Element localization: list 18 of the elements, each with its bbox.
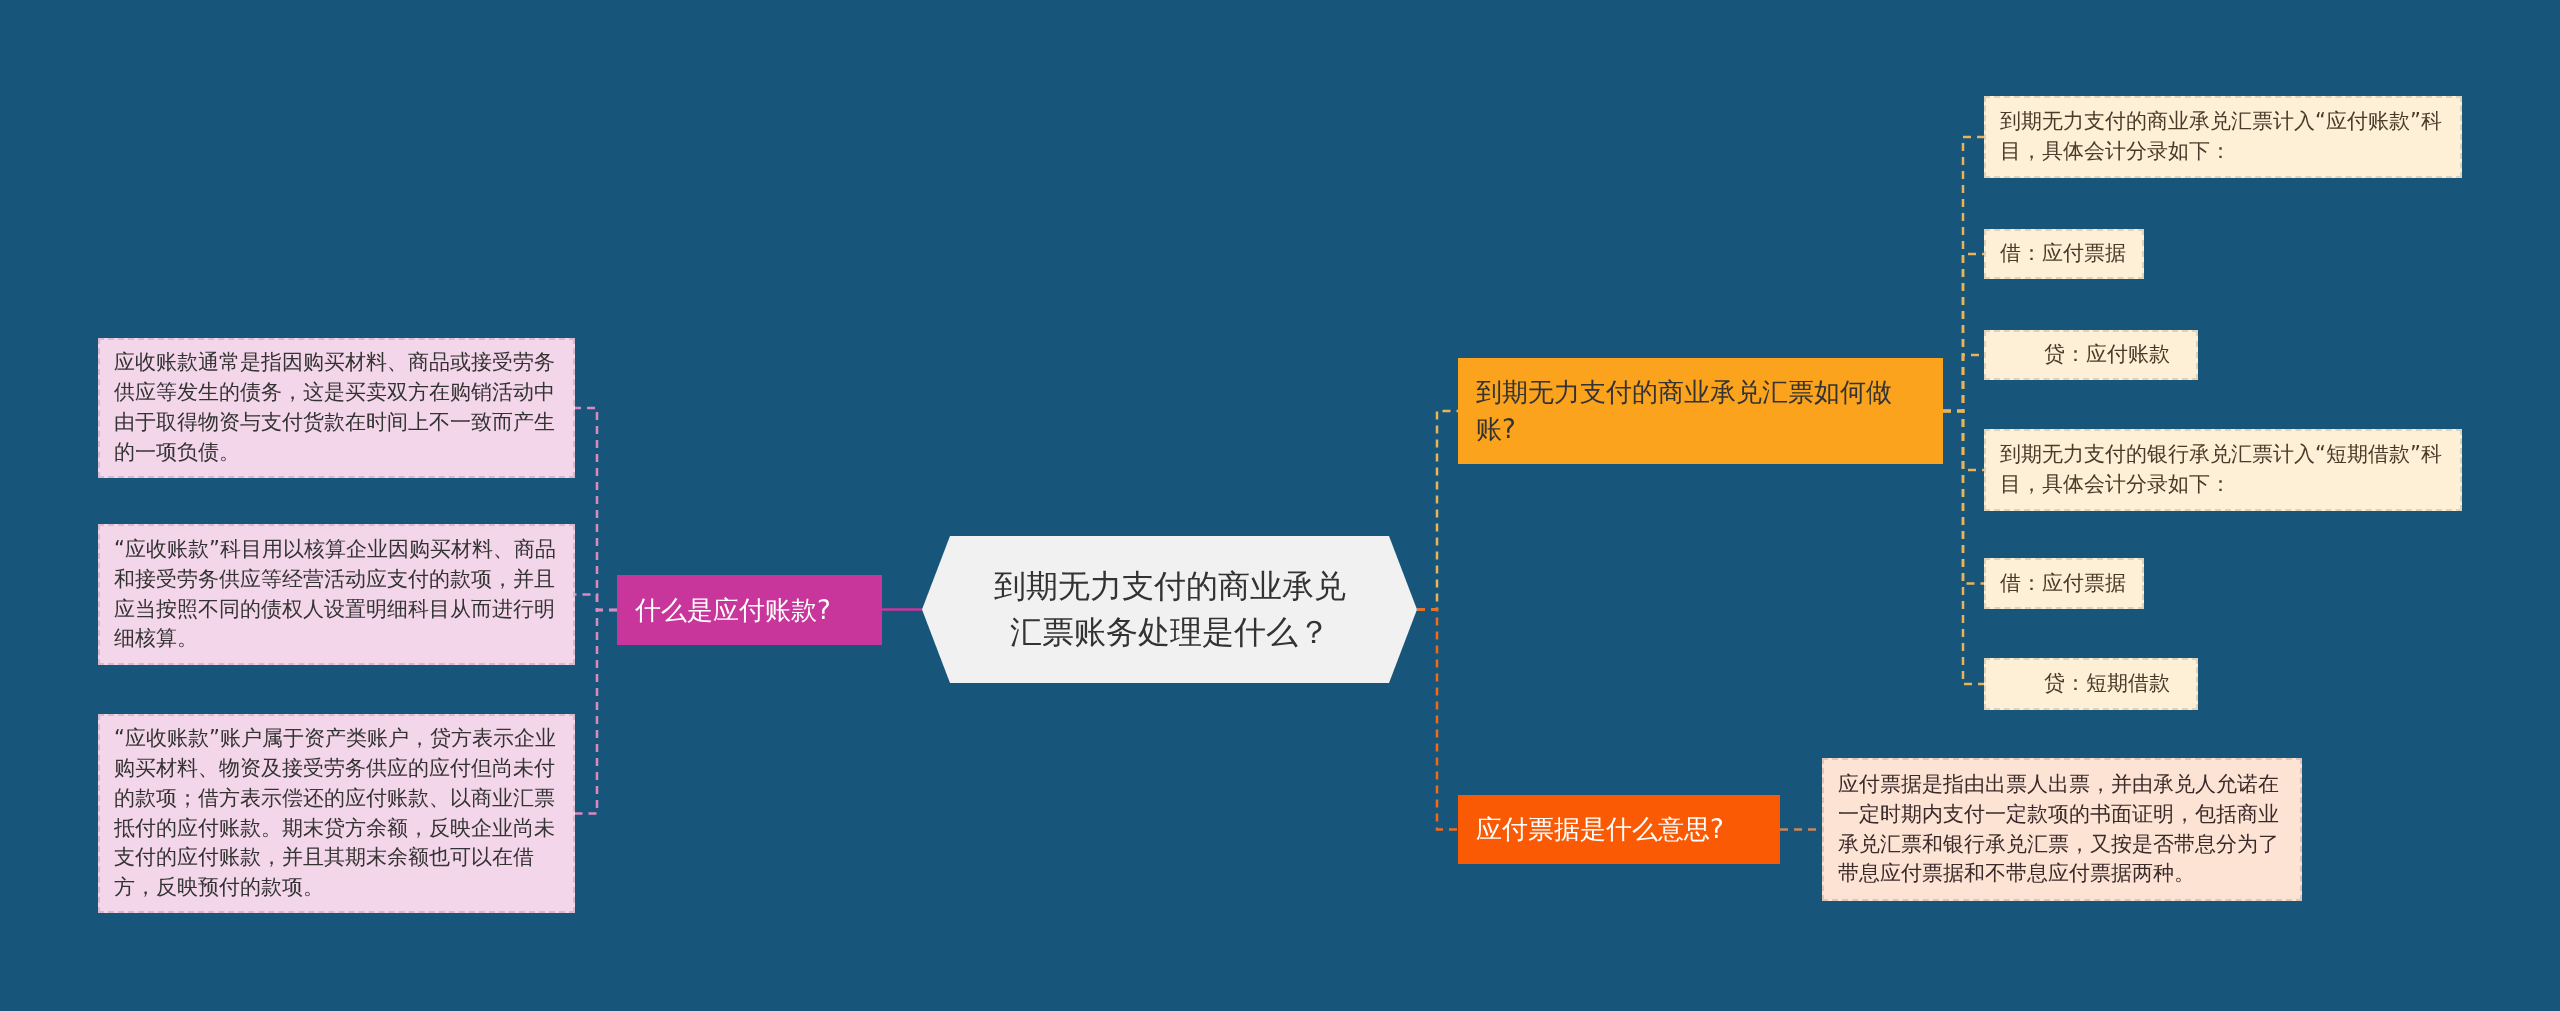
connector-line — [1417, 608, 1458, 831]
connector-line — [1943, 409, 1984, 686]
note-box: 借：应付票据 — [1984, 558, 2144, 609]
note-box: “应收账款”科目用以核算企业因购买材料、商品和接受劳务供应等经营活动应支付的款项，并且应当按照不同的债权人设置明细科目从而进行明细核算。 — [98, 524, 575, 665]
note-box: 到期无力支付的银行承兑汇票计入“短期借款”科目，具体会计分录如下： — [1984, 429, 2462, 511]
topic-box: 到期无力支付的商业承兑汇票如何做账? — [1458, 358, 1943, 464]
topic-box: 什么是应付账款? — [617, 575, 882, 645]
note-box: 贷：短期借款 — [1984, 658, 2198, 710]
note-box: 到期无力支付的商业承兑汇票计入“应付账款”科目，具体会计分录如下： — [1984, 96, 2462, 178]
central-topic: 到期无力支付的商业承兑汇票账务处理是什么？ — [922, 536, 1417, 683]
note-box: 贷：应付账款 — [1984, 330, 2198, 380]
note-box: “应收账款”账户属于资产类账户，贷方表示企业购买材料、物资及接受劳务供应的应付但尚未付的款项；借方表示偿还的应付账款、以商业汇票抵付的应付账款。期末贷方余额，反映企业尚未支付的应付账款，并且其期末余额也可以在借方，反映预付的款项。 — [98, 714, 575, 913]
topic-box: 应付票据是什么意思? — [1458, 795, 1780, 864]
note-box: 应付票据是指由出票人出票，并由承兑人允诺在一定时期内支付一定款项的书面证明，包括商业承兑汇票和银行承兑汇票，又按是否带息分为了带息应付票据和不带息应付票据两种。 — [1822, 758, 2302, 901]
connector-line — [882, 608, 922, 611]
connector-line — [575, 608, 617, 815]
note-box: 应收账款通常是指因购买材料、商品或接受劳务供应等发生的债务，这是买卖双方在购销活动中由于取得物资与支付货款在时间上不一致而产生的一项负债。 — [98, 338, 575, 478]
note-box: 借：应付票据 — [1984, 229, 2144, 279]
